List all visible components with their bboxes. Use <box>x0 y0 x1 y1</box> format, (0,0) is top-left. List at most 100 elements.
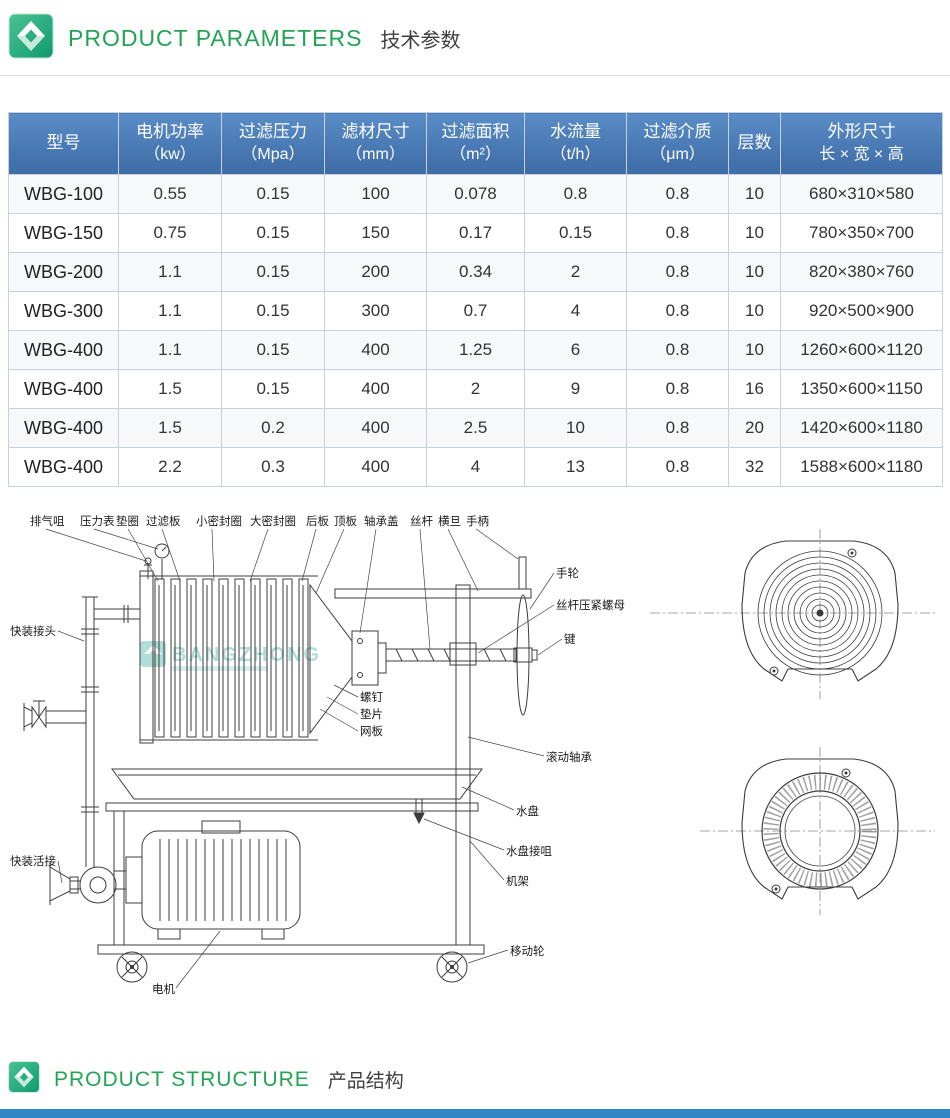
label-screw-rod: 丝杆 <box>410 514 433 528</box>
table-cell: 0.15 <box>221 174 325 214</box>
label-screw-lock-nut: 丝杆压紧螺母 <box>556 598 625 612</box>
model-cell: WBG-150 <box>8 213 119 253</box>
label-bolt: 螺钉 <box>360 691 383 704</box>
column-header: 电机功率（kw） <box>118 112 222 175</box>
watermark-text: BANGZHONG <box>172 644 321 666</box>
diagram-labels: 排气咀 压力表 垫圈 过滤板 小密封圈 大密封圈 后板 顶板 轴承盖 丝杆 横旦… <box>10 514 625 996</box>
table-cell: 2 <box>426 369 525 409</box>
label-pressure-gauge: 压力表 <box>80 514 115 528</box>
table-cell: 1.25 <box>426 330 525 370</box>
label-bearing-cover: 轴承盖 <box>364 514 399 528</box>
table-cell: 10 <box>728 252 781 292</box>
table-cell: 200 <box>324 252 427 292</box>
seal-ring-view <box>700 747 935 915</box>
brand-logo-icon-small <box>8 1061 40 1098</box>
model-cell: WBG-200 <box>8 252 119 292</box>
table-cell: 10 <box>728 330 781 370</box>
table-cell: 680×310×580 <box>780 174 943 214</box>
label-vent: 排气咀 <box>30 514 65 528</box>
table-cell: 0.078 <box>426 174 525 214</box>
label-rear-plate: 后板 <box>306 514 329 528</box>
column-header: 过滤面积（m²） <box>426 112 525 175</box>
label-top-plate: 顶板 <box>334 514 357 528</box>
section-header-parameters: PRODUCT PARAMETERS 技术参数 <box>0 0 950 76</box>
column-header: 过滤介质（μm） <box>626 112 729 175</box>
table-cell: 0.15 <box>221 330 325 370</box>
label-machine-frame: 机架 <box>506 874 529 888</box>
filter-press-diagram: BANGZHONG <box>10 514 935 996</box>
table-cell: 0.3 <box>221 447 325 487</box>
column-header: 水流量（t/h） <box>524 112 627 175</box>
table-cell: 1.5 <box>118 369 222 409</box>
table-cell: 0.8 <box>626 252 729 292</box>
table-cell: 13 <box>524 447 627 487</box>
label-handwheel: 手轮 <box>556 566 579 580</box>
column-header: 层数 <box>728 112 781 175</box>
spec-table-head-row: 型号电机功率（kw）过滤压力（Mpa）滤材尺寸（mm）过滤面积（m²）水流量（t… <box>8 112 943 175</box>
parameters-title-en: PRODUCT PARAMETERS <box>68 25 363 51</box>
machine-drawing <box>23 543 538 983</box>
column-header: 型号 <box>8 112 119 175</box>
brand-logo-icon <box>8 13 54 64</box>
label-motor: 电机 <box>152 982 175 996</box>
table-cell: 0.75 <box>118 213 222 253</box>
model-cell: WBG-400 <box>8 330 119 370</box>
table-cell: 0.34 <box>426 252 525 292</box>
table-cell: 780×350×700 <box>780 213 943 253</box>
structure-title-en: PRODUCT STRUCTURE <box>54 1067 310 1091</box>
label-filter-plate: 过滤板 <box>146 514 181 528</box>
table-cell: 1260×600×1120 <box>780 330 943 370</box>
column-header: 外形尺寸长 × 宽 × 高 <box>780 112 943 175</box>
label-washer: 垫圈 <box>116 514 139 528</box>
table-cell: 0.7 <box>426 291 525 331</box>
label-key: 键 <box>564 632 576 646</box>
table-cell: 10 <box>728 291 781 331</box>
spec-table-wrapper: 型号电机功率（kw）过滤压力（Mpa）滤材尺寸（mm）过滤面积（m²）水流量（t… <box>8 112 943 487</box>
table-cell: 0.15 <box>221 291 325 331</box>
table-cell: 920×500×900 <box>780 291 943 331</box>
table-cell: 0.15 <box>221 252 325 292</box>
table-cell: 400 <box>324 408 427 448</box>
table-cell: 0.55 <box>118 174 222 214</box>
label-quick-coupling: 快装接头 <box>10 625 56 638</box>
column-header: 滤材尺寸（mm） <box>324 112 427 175</box>
table-cell: 10 <box>728 174 781 214</box>
table-cell: 1588×600×1180 <box>780 447 943 487</box>
label-tray-nozzle: 水盘接咀 <box>506 844 552 858</box>
table-cell: 9 <box>524 369 627 409</box>
bottom-accent-bar <box>0 1109 950 1118</box>
table-cell: 0.8 <box>626 369 729 409</box>
table-cell: 0.8 <box>626 447 729 487</box>
label-cross-bar: 横旦 <box>438 514 461 528</box>
table-cell: 10 <box>728 213 781 253</box>
table-cell: 4 <box>426 447 525 487</box>
table-cell: 1.1 <box>118 330 222 370</box>
structure-title-zh: 产品结构 <box>327 1071 404 1092</box>
table-cell: 300 <box>324 291 427 331</box>
table-cell: 1.5 <box>118 408 222 448</box>
table-cell: 150 <box>324 213 427 253</box>
table-cell: 400 <box>324 330 427 370</box>
parameters-title-zh: 技术参数 <box>380 30 461 52</box>
table-cell: 2.2 <box>118 447 222 487</box>
watermark: BANGZHONG <box>140 641 321 671</box>
table-cell: 0.17 <box>426 213 525 253</box>
table-cell: 0.15 <box>221 369 325 409</box>
table-cell: 0.8 <box>524 174 627 214</box>
structure-diagram: BANGZHONG <box>0 501 950 1066</box>
table-cell: 0.2 <box>221 408 325 448</box>
label-gasket: 垫片 <box>360 707 383 721</box>
table-cell: 0.8 <box>626 291 729 331</box>
table-cell: 0.8 <box>626 213 729 253</box>
label-moving-wheel: 移动轮 <box>510 944 545 958</box>
table-cell: 1350×600×1150 <box>780 369 943 409</box>
table-cell: 20 <box>728 408 781 448</box>
